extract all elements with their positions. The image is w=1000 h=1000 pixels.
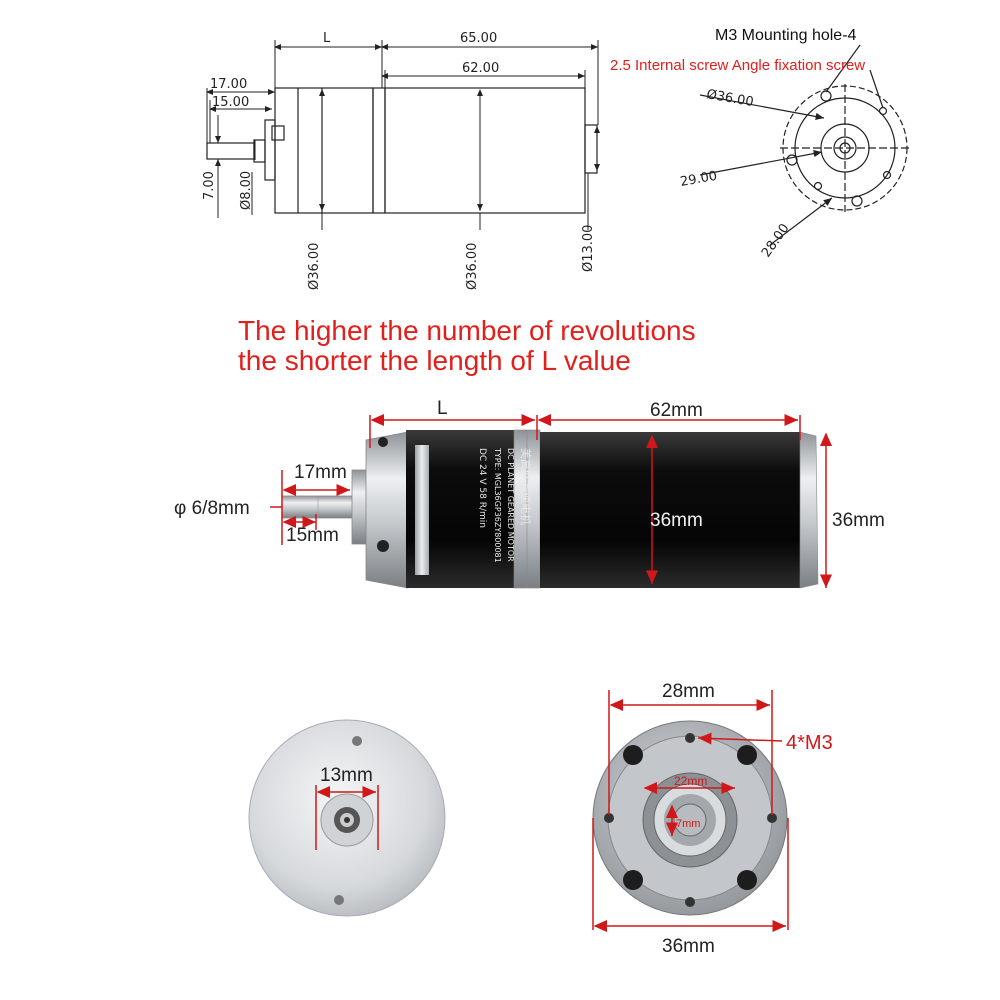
end-dim-29-label: 29.00 (679, 169, 718, 190)
dim-d36-b-label: Ø36.00 (465, 243, 480, 290)
top-dimensions (206, 40, 600, 230)
dim-d13-label: Ø13.00 (581, 225, 596, 272)
front-view-labels: 28mm 4*M3 22mm 7mm 36mm (662, 681, 833, 957)
motor-label-line3: TYPE: MGL36GP36ZY800081 (493, 447, 502, 563)
dim-d8-label: Ø8.00 (239, 171, 254, 210)
motor-label-line1: 美高联减速电机 (519, 448, 533, 525)
revolution-note-line2: the shorter the length of L value (238, 345, 631, 376)
front-dim-7mm-label: 7mm (676, 818, 700, 830)
motor-label-line4: DC 24 V 58 R/min (477, 448, 487, 528)
dim-62-label: 62.00 (462, 61, 499, 76)
photo-dim-15mm-label: 15mm (286, 525, 339, 546)
front-view-photo (592, 720, 788, 916)
photo-dim-62mm-label: 62mm (650, 400, 703, 421)
motor-label-line2: DC PLANET GEARED MOTOR (506, 448, 515, 562)
end-view-labels: M3 Mounting hole-4 2.5 Internal screw An… (610, 27, 865, 260)
photo-dim-36mm-outer-label: 36mm (832, 510, 885, 531)
motor-photo: 美高联减速电机 DC PLANET GEARED MOTOR TYPE: MGL… (281, 429, 819, 589)
front-dim-36mm-label: 36mm (662, 936, 715, 957)
front-dim-22mm-label: 22mm (674, 774, 707, 788)
front-dim-28mm-label: 28mm (662, 681, 715, 702)
motor-photo-dimensions (270, 414, 832, 588)
rear-view-photo (248, 719, 446, 917)
rear-view-dimensions (315, 785, 379, 850)
side-outline (206, 87, 598, 214)
revolution-note-line1: The higher the number of revolutions (238, 315, 696, 346)
dim-65-label: 65.00 (460, 31, 497, 46)
dim-L-label: L (323, 31, 331, 46)
end-dim-28-label: 28.00 (759, 221, 793, 260)
motor-photo-labels: L 62mm 17mm 15mm φ 6/8mm 36mm 36mm (174, 398, 885, 546)
top-dimension-labels: L 65.00 62.00 17.00 15.00 7.00 Ø8.00 Ø36… (202, 31, 596, 290)
revolution-note: The higher the number of revolutions the… (238, 316, 696, 376)
photo-dim-shaft-label: φ 6/8mm (174, 498, 250, 519)
dim-17-label: 17.00 (210, 77, 247, 92)
dim-7-label: 7.00 (202, 171, 217, 200)
internal-screw-label: 2.5 Internal screw Angle fixation screw (610, 57, 865, 74)
photo-dim-17mm-label: 17mm (294, 462, 347, 483)
photo-dim-L-label: L (437, 398, 448, 419)
dim-d36-a-label: Ø36.00 (307, 243, 322, 290)
rear-dim-13mm-label: 13mm (320, 765, 373, 786)
front-view-dimensions (592, 690, 789, 932)
dim-15-label: 15.00 (212, 95, 249, 110)
mounting-hole-label: M3 Mounting hole-4 (715, 27, 857, 44)
photo-dim-36mm-inner-label: 36mm (650, 510, 703, 531)
end-view-drawing (699, 44, 910, 246)
front-dim-4m3-label: 4*M3 (786, 732, 833, 754)
end-dim-d36-label: Ø36.00 (705, 87, 754, 110)
